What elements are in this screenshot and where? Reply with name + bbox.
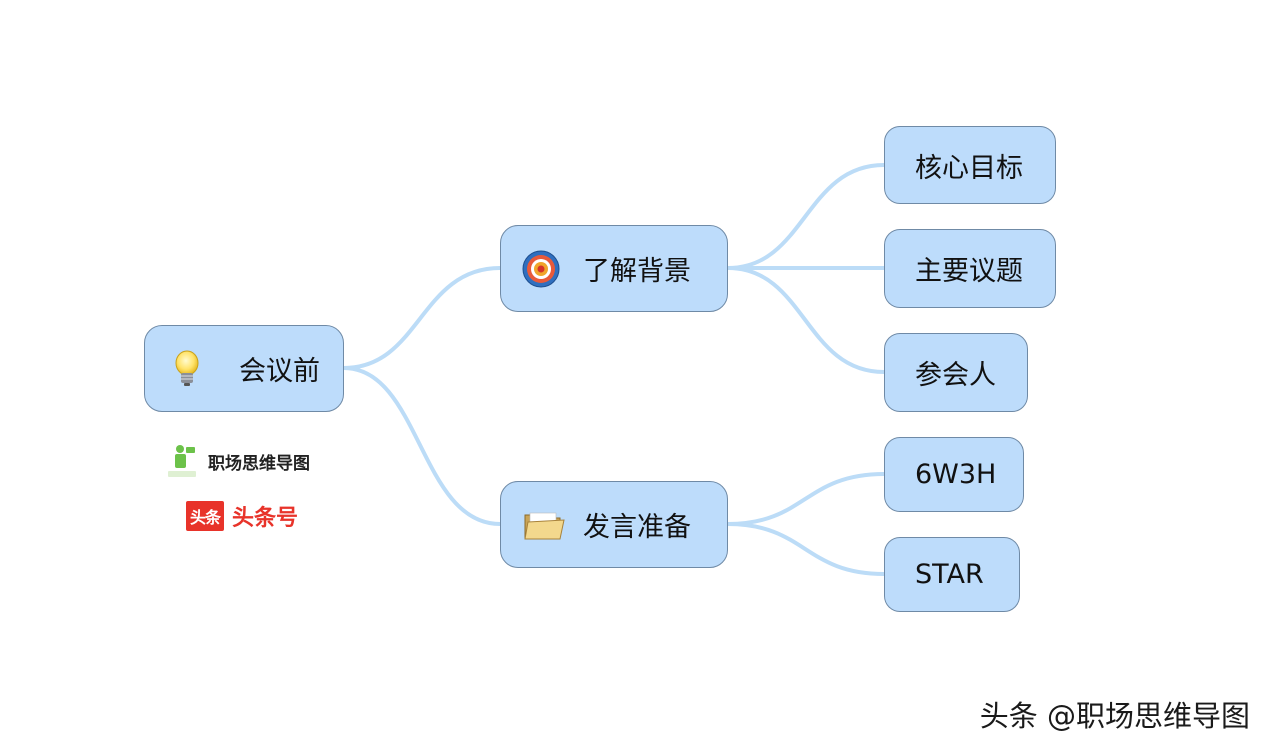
branch-label-preparation: 发言准备 bbox=[583, 512, 691, 543]
brand-figure-icon bbox=[168, 445, 196, 477]
connector-preparation-star bbox=[726, 522, 886, 576]
target-icon bbox=[522, 250, 560, 287]
connector-background-attendees bbox=[726, 266, 886, 374]
leaf-node-6w3h[interactable]: 6W3H bbox=[884, 437, 1024, 512]
connector-preparation-6w3h bbox=[726, 472, 886, 526]
root-node-label: 会议前 bbox=[239, 356, 320, 387]
toutiao-badge: 头条 bbox=[186, 501, 225, 531]
brand-logo-workplace-mindmap: 职场思维导图 bbox=[166, 443, 310, 479]
leaf-label: 主要议题 bbox=[915, 256, 1023, 287]
toutiao-label: 头条号 bbox=[232, 506, 299, 531]
leaf-node-star[interactable]: STAR bbox=[884, 537, 1020, 612]
leaf-node-attendees[interactable]: 参会人 bbox=[884, 333, 1028, 412]
leaf-label: 6W3H bbox=[915, 459, 997, 490]
leaf-node-main-topics[interactable]: 主要议题 bbox=[884, 229, 1056, 308]
leaf-label: 参会人 bbox=[915, 360, 996, 391]
leaf-label: 核心目标 bbox=[915, 152, 1023, 184]
watermark: 头条 @职场思维导图 bbox=[979, 699, 1250, 733]
connector-root-background bbox=[342, 266, 502, 370]
branch-node-understand-background[interactable]: 了解背景 bbox=[500, 225, 728, 312]
lightbulb-icon bbox=[175, 350, 199, 386]
branch-node-speech-preparation[interactable]: 发言准备 bbox=[500, 481, 728, 568]
brand-logo-text: 职场思维导图 bbox=[208, 453, 310, 474]
toutiao-brand: 头条 头条号 bbox=[186, 500, 298, 532]
branch-label-background: 了解背景 bbox=[583, 256, 691, 287]
root-node-before-meeting[interactable]: 会议前 bbox=[144, 325, 344, 412]
leaf-label: STAR bbox=[915, 559, 984, 590]
connector-root-preparation bbox=[342, 366, 502, 526]
folder-icon bbox=[524, 512, 565, 539]
leaf-node-core-goal[interactable]: 核心目标 bbox=[884, 126, 1056, 204]
connector-background-core-goal bbox=[726, 163, 886, 270]
